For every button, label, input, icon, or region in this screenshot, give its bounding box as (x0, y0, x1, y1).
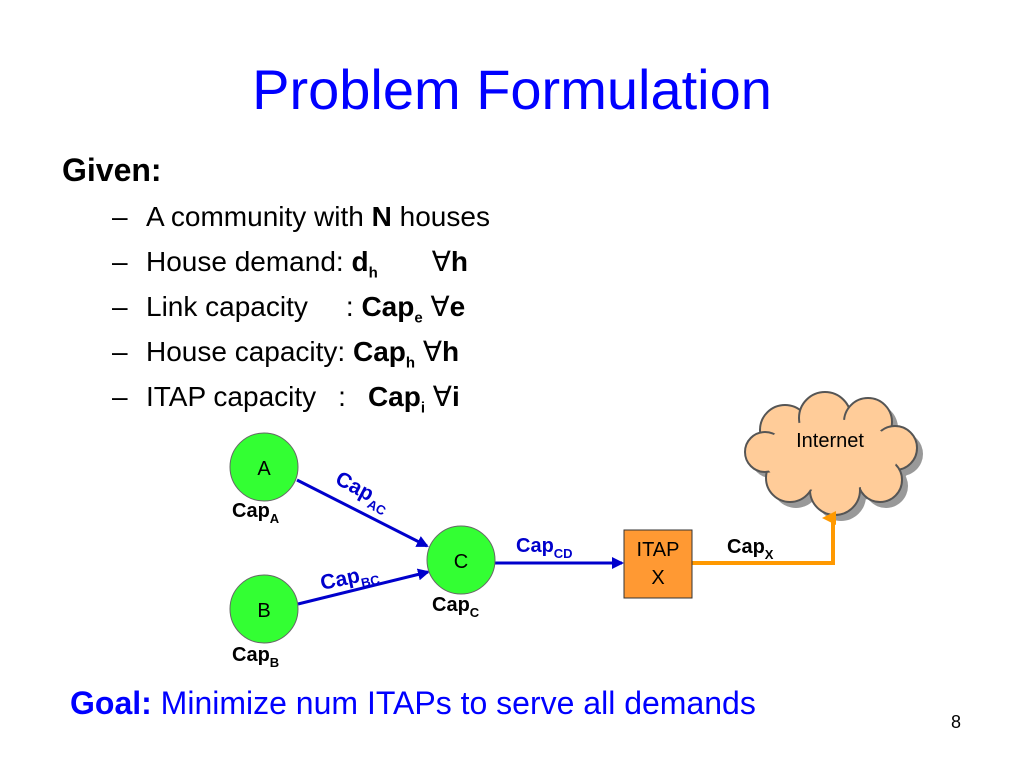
node-a: A (229, 432, 299, 502)
node-c: C (426, 525, 496, 595)
bullet-itap-capacity: –ITAP capacity:Capi ∀i (112, 381, 460, 417)
node-itap: ITAP X (623, 529, 693, 599)
svg-text:A: A (257, 458, 271, 480)
bullet-house-capacity: –House capacity: Caph ∀h (112, 336, 460, 372)
svg-text:X: X (651, 567, 664, 589)
svg-text:ITAP: ITAP (637, 539, 680, 561)
cap-bc-label: CapBC (318, 560, 381, 599)
svg-text:C: C (454, 551, 468, 573)
internet-cloud: Internet (744, 391, 923, 521)
node-b: B (229, 574, 299, 644)
svg-text:B: B (257, 600, 270, 622)
goal-statement: Goal: Minimize num ITAPs to serve all de… (70, 685, 756, 721)
bullet-community: –A community with N houses (112, 201, 490, 232)
bullet-link-capacity: –Link capacity: Cape ∀e (112, 291, 466, 327)
cap-c-label: CapC (432, 594, 480, 620)
cap-cd-label: CapCD (516, 535, 573, 561)
given-heading: Given: (62, 152, 162, 188)
link-a-c (296, 478, 429, 548)
cap-a-label: CapA (232, 500, 280, 526)
bullet-house-demand: –House demand: dh∀h (112, 246, 469, 282)
page-number: 8 (951, 712, 962, 732)
slide-title: Problem Formulation (252, 58, 772, 121)
internet-label: Internet (796, 430, 864, 452)
cap-x-label: CapX (727, 536, 774, 562)
cap-b-label: CapB (232, 644, 279, 670)
link-itap-internet (692, 511, 836, 565)
cap-ac-label: CapAC (330, 467, 395, 519)
link-b-c (297, 568, 430, 606)
